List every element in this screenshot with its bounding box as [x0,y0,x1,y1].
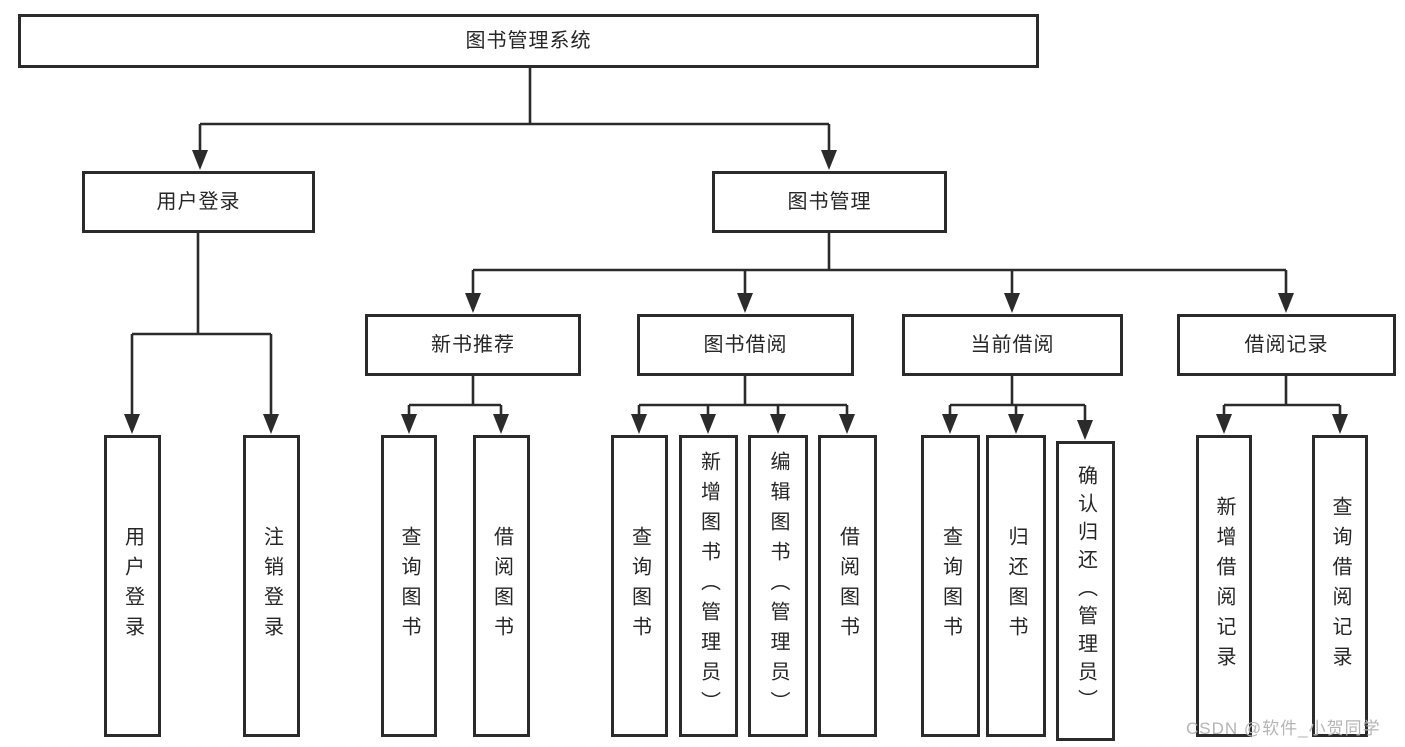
leaf-recommend-borrow-books-label: 借阅图书 [490,526,513,646]
node-book-management: 图书管理 [712,171,947,233]
leaf-recommend-query-books-label: 查询图书 [398,526,420,646]
csdn-watermark: CSDN @软件_小贺同学 [1186,719,1381,738]
node-borrow-records-label: 借阅记录 [1244,334,1329,356]
node-current-borrow: 当前借阅 [902,314,1123,376]
leaf-records-query-record: 查询借阅记录 [1312,435,1368,737]
leaf-borrow-borrow-books-label: 借阅图书 [836,526,859,646]
node-user-login-label: 用户登录 [156,191,241,213]
leaf-current-confirm-return-admin-label: 确认归还（管理员） [1074,465,1097,717]
leaf-current-return-books-label: 归还图书 [1005,526,1027,646]
leaf-borrow-query-books: 查询图书 [611,435,668,737]
leaf-borrow-borrow-books: 借阅图书 [818,435,877,737]
leaf-borrow-add-books-admin-label: 新增图书（管理员） [697,451,720,721]
leaf-user-login: 用户登录 [104,435,161,737]
leaf-recommend-borrow-books: 借阅图书 [473,435,530,737]
leaf-user-login-label: 用户登录 [121,526,144,646]
leaf-records-query-record-label: 查询借阅记录 [1329,496,1351,676]
leaf-logout-label: 注销登录 [260,526,283,646]
leaf-current-query-books: 查询图书 [921,435,980,737]
node-book-borrow: 图书借阅 [637,314,854,376]
leaf-current-confirm-return-admin: 确认归还（管理员） [1056,441,1115,741]
node-new-book-recommend-label: 新书推荐 [431,334,515,356]
leaf-current-return-books: 归还图书 [986,435,1046,737]
node-new-book-recommend: 新书推荐 [365,314,581,376]
node-current-borrow-label: 当前借阅 [970,334,1055,356]
leaf-recommend-query-books: 查询图书 [381,435,437,737]
node-root: 图书管理系统 [18,14,1039,68]
leaf-borrow-query-books-label: 查询图书 [628,526,651,646]
leaf-borrow-add-books-admin: 新增图书（管理员） [679,435,738,737]
node-user-login: 用户登录 [82,171,315,233]
node-book-borrow-label: 图书借阅 [703,334,788,356]
leaf-borrow-edit-books-admin-label: 编辑图书（管理员） [767,451,789,721]
node-borrow-records: 借阅记录 [1177,314,1396,376]
leaf-logout: 注销登录 [243,435,300,737]
leaf-records-add-record: 新增借阅记录 [1196,435,1252,737]
leaf-current-query-books-label: 查询图书 [939,526,962,646]
leaf-borrow-edit-books-admin: 编辑图书（管理员） [748,435,808,737]
leaf-records-add-record-label: 新增借阅记录 [1213,496,1235,676]
node-root-label: 图书管理系统 [465,30,592,52]
node-book-management-label: 图书管理 [787,191,872,213]
